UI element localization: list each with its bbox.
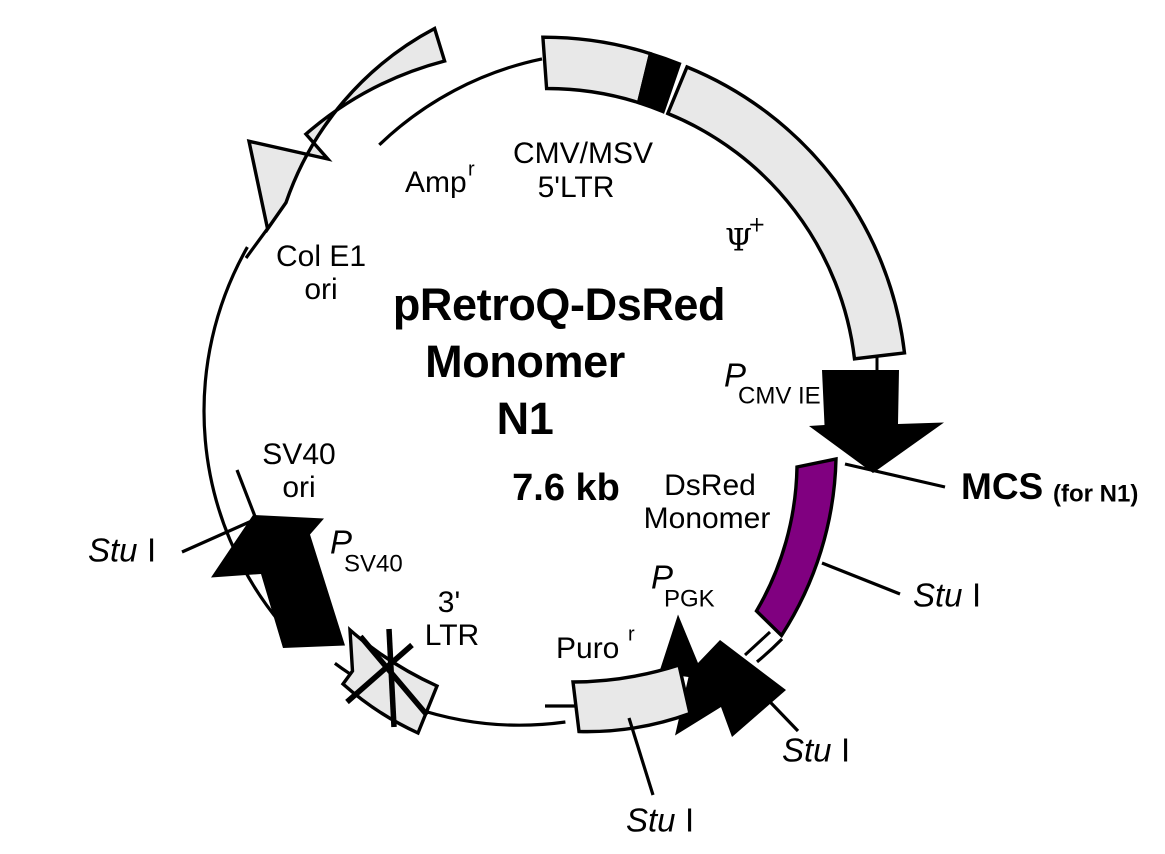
label-mcs: MCS (for N1) [961,466,1138,508]
plasmid-size-label: 7.6 kb [512,467,620,509]
puro-r-superscript: r [628,623,635,645]
amp-r-arrow-shape [246,26,447,234]
label-stu-i-bottom-right: Stu I [782,732,850,769]
backbone-arc-sv40-to-ltr [333,662,351,675]
feature-3-ltr [340,626,440,736]
label-col-e1-ori: Col E1 ori [276,240,366,306]
label-puro-r: Puro r [556,623,635,665]
backbone-arc-ltr-to-puro [412,706,566,727]
puro-r-box [571,662,692,734]
feature-p-sv40 [211,515,345,648]
leader-lines [181,227,946,796]
3-ltr-cross-line-3 [386,628,397,728]
sv40-ori-tick [235,469,258,520]
psi-plus-arc [665,64,907,361]
label-stu-i-right: Stu I [913,577,981,614]
label-3-ltr: 3' LTR [425,586,479,652]
p-pgk-subscript: PGK [664,585,715,612]
p-sv40-arrow-shape [211,515,345,648]
plasmid-backbone [202,57,784,727]
p-pgk-label: P [651,559,673,596]
feature-p-pgk [659,614,786,737]
sv40-ori-label-line2: ori [282,471,315,504]
p-sv40-label: P [330,524,352,561]
label-amp-r: Amp r [405,158,475,199]
backbone-arc-dsred-to-pgk [755,637,784,664]
stu-i-bottom-right-name-roman: I [841,732,850,769]
mcs-sublabel: (for N1) [1053,480,1138,507]
amp-r-label: Amp [405,166,467,199]
feature-cmv-msv-5ltr [541,35,682,114]
label-p-sv40: P SV40 [330,524,403,578]
label-dsred-monomer: DsRed Monomer [644,469,771,535]
stu-i-bottom-right-leader-line [745,676,800,733]
stu-i-right-name-italic: Stu [913,577,963,614]
puro-r-label: Puro [556,632,619,665]
label-stu-i-bottom: Stu I [626,802,694,839]
stu-i-left-name-roman: I [147,532,156,569]
feature-dsred-monomer [754,456,838,639]
3-ltr-label-line1: 3' [438,586,460,619]
stu-i-left-name-italic: Stu [88,532,138,569]
cmv-msv-5ltr-black-block [636,51,682,114]
p-sv40-subscript: SV40 [344,550,403,577]
stu-i-right-name-roman: I [972,577,981,614]
col-e1-ori-label-line1: Col E1 [276,240,366,273]
mcs-label: MCS [961,466,1043,507]
page-title: pRetroQ-DsRed Monomer N1 7.6 kb [393,279,726,509]
cmv-msv-5ltr-label-line1: CMV/MSV [513,137,653,170]
plasmid-name-line1: pRetroQ-DsRed [393,279,725,330]
label-p-cmv-ie: P CMV IE [724,357,821,410]
dsred-monomer-label-line1: DsRed [664,469,756,502]
cmv-msv-5ltr-label-line2: 5'LTR [538,171,615,204]
plasmid-name-line3: N1 [497,393,554,444]
backbone-arc-sv40-to-colE1 [202,246,282,624]
plasmid-name-line2: Monomer [425,336,625,387]
psi-plus-superscript: + [748,213,766,237]
stu-i-bottom-name-roman: I [685,802,694,839]
feature-puro-r [571,662,692,734]
p-cmv-ie-arrow-shape [809,370,944,473]
pgk-to-dsred-connector [743,630,772,657]
stu-i-right-leader-line [821,561,901,596]
stu-i-bottom-leader-line [627,717,655,796]
col-e1-ori-tick [244,227,270,259]
p-cmv-ie-subscript: CMV IE [738,382,821,409]
3-ltr-cross-line-2 [345,642,414,705]
psi-plus-label: Ψ [725,223,752,259]
feature-psi-plus [665,64,907,361]
label-sv40-ori: SV40 ori [262,438,335,504]
feature-p-cmv-ie [809,370,944,473]
label-p-pgk: P PGK [651,559,715,613]
p-cmv-ie-label: P [724,357,746,394]
cmv-msv-5ltr-box [541,35,653,105]
label-cmv-msv-5ltr: CMV/MSV 5'LTR [513,137,653,204]
mcs-leader-line [844,462,946,489]
sv40-ori-label-line1: SV40 [262,438,335,471]
3-ltr-label-line2: LTR [425,619,479,652]
dsred-monomer-arc [754,456,838,639]
col-e1-ori-label-line2: ori [304,273,337,306]
p-pgk-arrow-shape [659,614,786,737]
label-stu-i-left: Stu I [88,532,156,569]
label-psi-plus: Ψ + [725,213,766,259]
backbone-arc-colE1-to-cmv [378,57,543,147]
dsred-monomer-label-line2: Monomer [644,502,771,535]
feature-amp-r [246,26,447,234]
stu-i-bottom-right-name-italic: Stu [782,732,832,769]
stu-i-left-leader-line [181,517,257,554]
stu-i-bottom-name-italic: Stu [626,802,676,839]
amp-r-superscript: r [468,158,475,180]
